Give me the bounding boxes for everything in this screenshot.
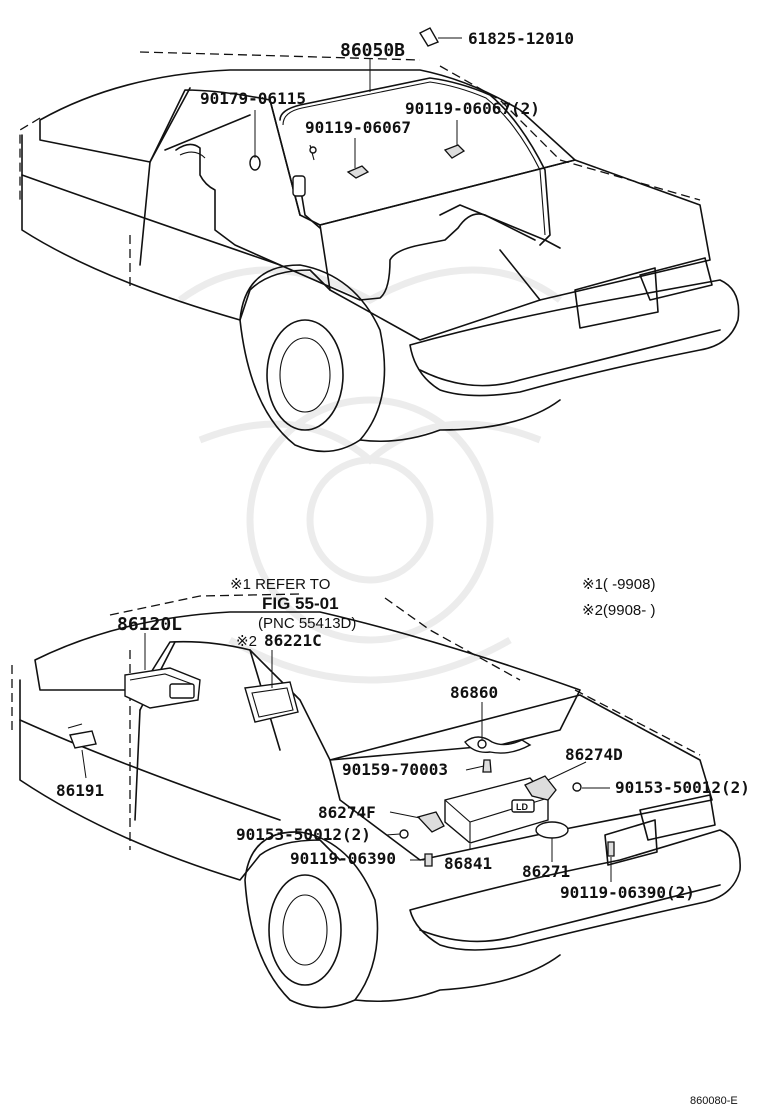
top-clips (249, 27, 466, 179)
label-90119-06067-2: 90119-06067(2) (405, 99, 540, 118)
label-90119-06390-2: 90119-06390(2) (560, 883, 695, 902)
bottom-parts: LD (67, 667, 615, 867)
label-90159-70003: 90159-70003 (342, 760, 448, 779)
label-86274f: 86274F (318, 803, 376, 822)
footer-diagram-code: 860080-E (690, 1095, 738, 1107)
label-86221c-mark: ※2 (236, 633, 257, 650)
label-90119-06067: 90119-06067 (305, 118, 411, 137)
watermark-emblem (177, 266, 563, 684)
label-86271: 86271 (522, 862, 570, 881)
label-86120l: 86120L (117, 614, 182, 635)
key-note-1: ※1( -9908) (582, 576, 655, 593)
note-pnc-ref: (PNC 55413D) (258, 615, 356, 632)
label-86221c: 86221C (264, 631, 322, 650)
bottom-leaders (81, 633, 612, 882)
label-90179-06115: 90179-06115 (200, 89, 306, 108)
top-car-outline (19, 51, 740, 453)
top-leaders (254, 37, 462, 168)
label-90119-06390: 90119-06390 (290, 849, 396, 868)
label-86860: 86860 (450, 683, 498, 702)
note-refer-to: ※1 REFER TO (230, 576, 330, 593)
label-90153-50012-left: 90153-50012(2) (236, 825, 371, 844)
label-86050b: 86050B (340, 40, 405, 61)
label-86274d: 86274D (565, 745, 623, 764)
key-note-2: ※2(9908- ) (582, 602, 655, 619)
label-61825-12010: 61825-12010 (468, 29, 574, 48)
note-fig-ref: FIG 55-01 (262, 594, 339, 613)
label-86191: 86191 (56, 781, 104, 800)
label-90153-50012-right: 90153-50012(2) (615, 778, 750, 797)
label-86841: 86841 (444, 854, 492, 873)
antenna-harness-86050b (175, 77, 551, 301)
bottom-car-outline (11, 593, 741, 1009)
unit-ld-mark: LD (516, 802, 528, 812)
